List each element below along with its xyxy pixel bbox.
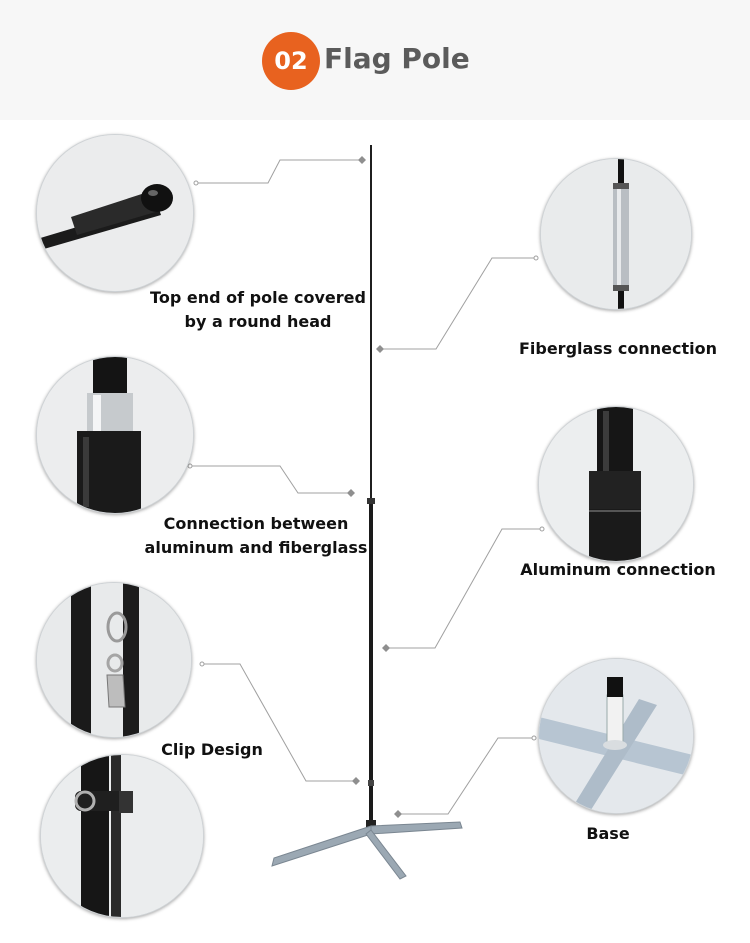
section-title: Flag Pole bbox=[324, 42, 470, 75]
leader-lines bbox=[187, 159, 545, 815]
header-band: 02 Flag Pole bbox=[0, 0, 750, 120]
section-number-badge: 02 bbox=[262, 32, 320, 90]
detail-base-image bbox=[538, 658, 694, 814]
detail-fiberglass-image bbox=[540, 158, 692, 310]
label-alu-fiber: Connection between aluminum and fibergla… bbox=[138, 512, 374, 560]
cross-base bbox=[271, 821, 463, 880]
detail-clip-image bbox=[36, 582, 192, 738]
detail-aluminum-image bbox=[538, 406, 694, 562]
leader-aluminum bbox=[386, 528, 542, 649]
leader-base bbox=[398, 737, 534, 815]
pole bbox=[366, 145, 376, 830]
label-clip-design: Clip Design bbox=[161, 740, 263, 759]
label-top-end: Top end of pole covered by a round head bbox=[140, 286, 376, 334]
detail-alu-fiber-image bbox=[36, 356, 194, 514]
detail-clip-closeup-image bbox=[40, 754, 204, 918]
pointer-markers bbox=[347, 156, 402, 818]
label-base: Base bbox=[586, 824, 630, 843]
label-alu-fiber-line1: Connection between bbox=[163, 514, 349, 533]
detail-top-end-image bbox=[36, 134, 194, 292]
label-top-end-line1: Top end of pole covered bbox=[150, 288, 366, 307]
leader-top-end bbox=[196, 159, 362, 184]
label-alu-fiber-line2: aluminum and fiberglass bbox=[144, 538, 368, 557]
leader-clip bbox=[202, 663, 356, 782]
label-fiberglass-connection: Fiberglass connection bbox=[518, 339, 718, 358]
label-top-end-line2: by a round head bbox=[184, 312, 332, 331]
leader-fiberglass bbox=[380, 257, 536, 350]
leader-alu-fiber bbox=[190, 465, 351, 494]
label-aluminum-connection: Aluminum connection bbox=[520, 560, 716, 579]
